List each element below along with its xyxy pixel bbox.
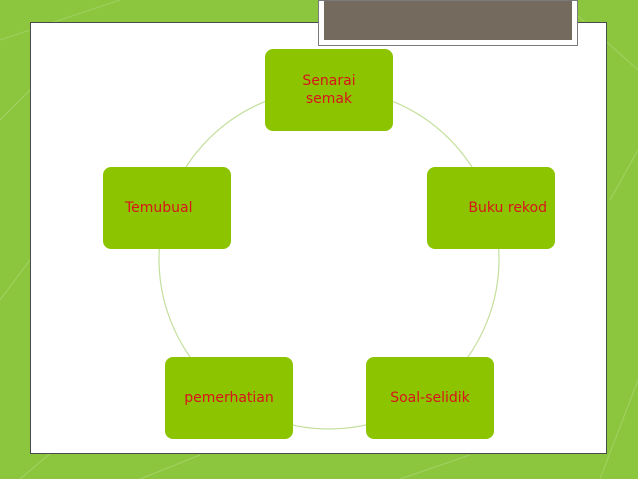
node-pemerhatian[interactable]: pemerhatian — [165, 357, 293, 439]
title-bar — [324, 1, 572, 40]
node-label: pemerhatian — [184, 390, 274, 406]
node-label: Senarai semak — [302, 73, 356, 107]
node-buku-rekod[interactable]: Buku rekod — [427, 167, 555, 249]
node-senarai-semak[interactable]: Senarai semak — [265, 49, 393, 131]
title-placeholder — [318, 0, 578, 46]
node-label: Soal-selidik — [390, 390, 470, 406]
node-temubual[interactable]: Temubual — [103, 167, 231, 249]
node-soal-selidik[interactable]: Soal-selidik — [366, 357, 494, 439]
node-label: Temubual — [125, 200, 193, 216]
node-label: Buku rekod — [468, 200, 547, 216]
